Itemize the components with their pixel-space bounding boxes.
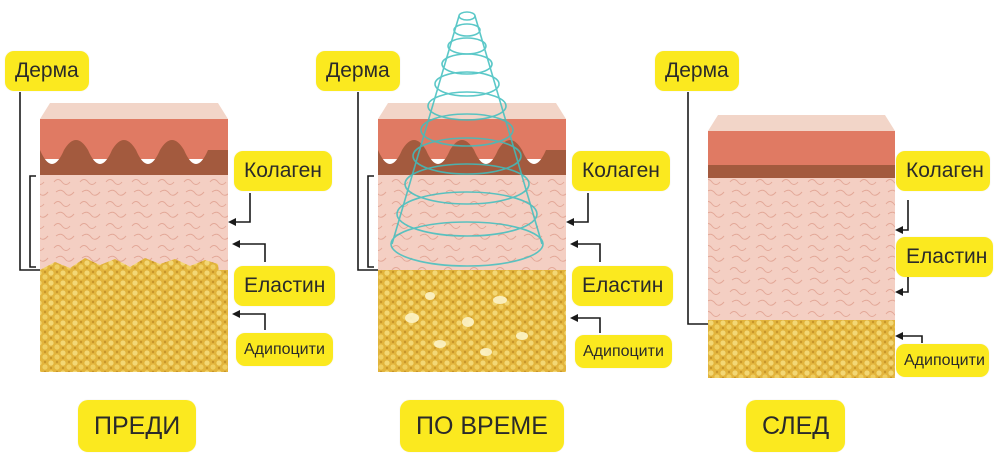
- arrow-heads: [228, 218, 903, 340]
- label-elastin-before: Еластин: [234, 266, 336, 306]
- connector-lines: [19, 92, 923, 343]
- caption-before: ПРЕДИ: [78, 400, 197, 452]
- label-collagen-before: Колаген: [234, 151, 332, 191]
- label-adipocytes-before: Адипоцити: [236, 333, 333, 366]
- label-adipocytes-during: Адипоцити: [575, 335, 672, 368]
- label-collagen-after: Колаген: [896, 151, 990, 191]
- skin-block-before: [40, 103, 228, 372]
- skin-block-during: [378, 11, 566, 372]
- label-derma-before: Дерма: [5, 51, 89, 91]
- caption-during: ПО ВРЕМЕ: [400, 400, 564, 452]
- caption-after: СЛЕД: [746, 400, 846, 452]
- label-elastin-after: Еластин: [896, 237, 994, 277]
- skin-block-after: [708, 115, 895, 378]
- label-elastin-during: Еластин: [572, 266, 674, 306]
- label-collagen-during: Колаген: [572, 151, 670, 191]
- label-adipocytes-after: Адипоцити: [896, 344, 989, 377]
- label-derma-during: Дерма: [316, 51, 400, 91]
- label-derma-after: Дерма: [655, 51, 739, 91]
- ultrasound-cone: [390, 11, 544, 267]
